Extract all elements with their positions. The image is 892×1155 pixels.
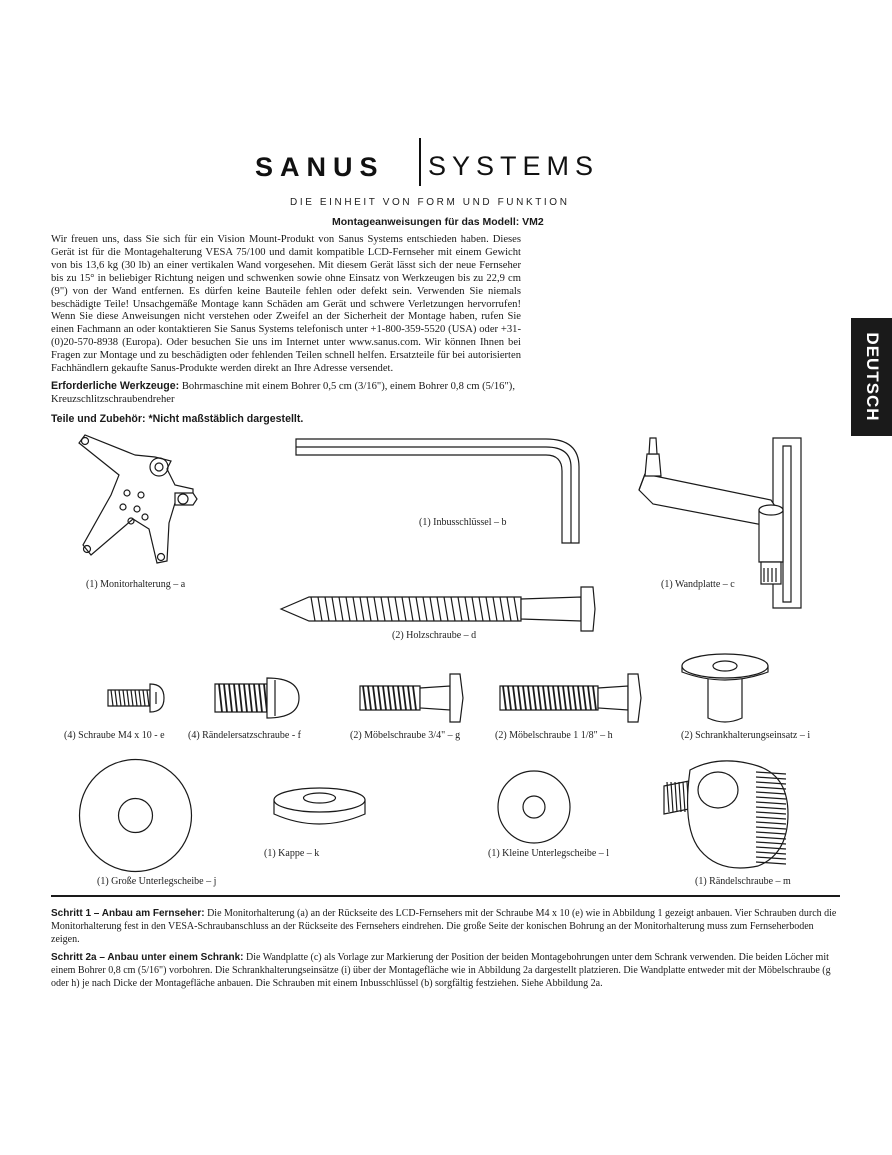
furniture-screw-short-drawing bbox=[359, 673, 464, 723]
small-washer-drawing bbox=[497, 770, 571, 844]
part-label-g: (2) Möbelschraube 3/4" – g bbox=[350, 730, 461, 741]
wood-screw-drawing bbox=[279, 586, 596, 632]
hex-key-drawing bbox=[295, 438, 580, 544]
part-label-m: (1) Rändelschraube – m bbox=[695, 876, 791, 887]
part-label-e: (4) Schraube M4 x 10 - e bbox=[64, 730, 165, 741]
knurled-thumb-screw-drawing bbox=[663, 760, 789, 869]
step-1: Schritt 1 – Anbau am Fernseher: Die Moni… bbox=[51, 908, 841, 947]
step-2a-text: Die Wandplatte (c) als Vorlage zur Marki… bbox=[51, 952, 831, 989]
tools-text: Bohrmaschine mit einem Bohrer 0,5 cm (3/… bbox=[51, 381, 515, 405]
tools-paragraph: Erforderliche Werkzeuge: Bohrmaschine mi… bbox=[51, 380, 531, 407]
tools-label: Erforderliche Werkzeuge: bbox=[51, 380, 180, 392]
part-label-c: (1) Wandplatte – c bbox=[661, 579, 735, 590]
step-1-label: Schritt 1 – Anbau am Fernseher: bbox=[51, 908, 205, 919]
step-1-text: Die Monitorhalterung (a) an der Rückseit… bbox=[51, 908, 837, 945]
monitor-bracket-drawing bbox=[78, 434, 198, 564]
cabinet-insert-drawing bbox=[681, 653, 769, 723]
knurled-replacement-screw-drawing bbox=[214, 677, 300, 719]
part-label-b: (1) Inbusschlüssel – b bbox=[419, 517, 507, 528]
large-washer-drawing bbox=[78, 758, 193, 873]
brand-name-right: SYSTEMS bbox=[428, 151, 600, 181]
furniture-screw-long-drawing bbox=[499, 673, 642, 723]
language-tab-label: DEUTSCH bbox=[862, 332, 882, 422]
cap-drawing bbox=[273, 787, 366, 825]
part-label-h: (2) Möbelschraube 1 1/8" – h bbox=[495, 730, 613, 741]
brand-tagline: DIE EINHEIT VON FORM UND FUNKTION bbox=[290, 197, 570, 208]
part-label-f: (4) Rändelersatzschraube - f bbox=[188, 730, 301, 741]
intro-paragraph: Wir freuen uns, dass Sie sich für ein Vi… bbox=[51, 234, 521, 375]
part-label-a: (1) Monitorhalterung – a bbox=[86, 579, 186, 590]
parts-title: Teile und Zubehör: *Nicht maßstäblich da… bbox=[51, 413, 304, 425]
brand-name-left: SANUS bbox=[255, 152, 385, 182]
wall-plate-drawing bbox=[638, 437, 802, 609]
language-tab: DEUTSCH bbox=[851, 318, 892, 436]
brand-divider bbox=[419, 138, 421, 186]
m4-screw-drawing bbox=[107, 683, 165, 713]
page-title: Montageanweisungen für das Modell: VM2 bbox=[332, 216, 544, 228]
part-label-d: (2) Holzschraube – d bbox=[392, 630, 477, 641]
part-label-j: (1) Große Unterlegscheibe – j bbox=[97, 876, 217, 887]
part-label-k: (1) Kappe – k bbox=[264, 848, 320, 859]
step-2a: Schritt 2a – Anbau unter einem Schrank: … bbox=[51, 952, 841, 991]
section-divider bbox=[51, 895, 840, 897]
part-label-i: (2) Schrankhalterungseinsatz – i bbox=[681, 730, 811, 741]
part-label-l: (1) Kleine Unterlegscheibe – l bbox=[488, 848, 610, 859]
brand-logo: SANUS SYSTEMS bbox=[0, 138, 892, 188]
step-2a-label: Schritt 2a – Anbau unter einem Schrank: bbox=[51, 952, 244, 963]
